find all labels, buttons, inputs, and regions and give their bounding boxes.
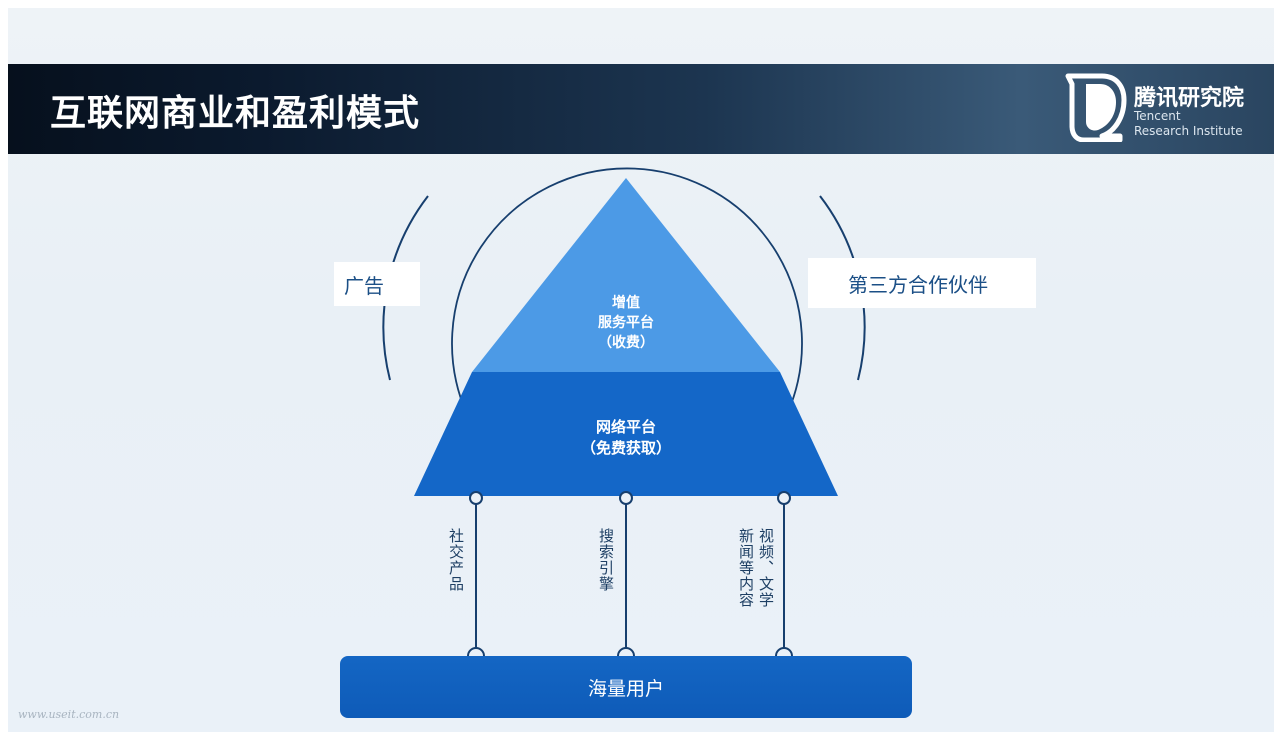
top-tier-line3: （收费） [598,335,654,351]
header-band [8,64,1274,154]
top-tier-line2: 服务平台 [598,315,654,331]
pillar-top-node-content [777,491,791,505]
page-title: 互联网商业和盈利模式 [50,93,421,134]
pillar-label-content-col2: 新闻等内容 [737,528,755,608]
bottom-tier-trapezoid [414,372,838,496]
pyramid-ring [451,167,803,413]
third-party-label: 第三方合作伙伴 [808,258,1036,308]
pillar-top-node-social [469,491,483,505]
tencent-logo-icon [1065,73,1127,142]
pillar-label-social: 社交产品 [447,528,465,592]
pillar-bottom-node-search [617,647,635,657]
pillar-top-node-search [619,491,633,505]
users-base-bar: 海量用户 [340,656,912,718]
watermark: www.useit.com.cn [18,708,120,721]
logo-name-cn: 腾讯研究院 [1134,86,1245,111]
pillar-label-content-col1: 视频、文学 [757,528,775,608]
ad-label: 广告 [334,262,420,306]
pillar-bottom-node-social [467,647,485,657]
logo-name-en-line1: Tencent [1134,109,1181,123]
pillar-bottom-node-content [775,647,793,657]
bottom-tier-line2: （免费获取） [580,439,671,457]
pillar-label-search: 搜索引擎 [597,528,615,592]
top-tier-line1: 增值 [612,295,640,311]
logo-name-en-line2: Research Institute [1134,124,1243,138]
top-tier-triangle [472,178,780,372]
bottom-tier-line1: 网络平台 [595,418,656,436]
users-base-label: 海量用户 [587,677,664,700]
